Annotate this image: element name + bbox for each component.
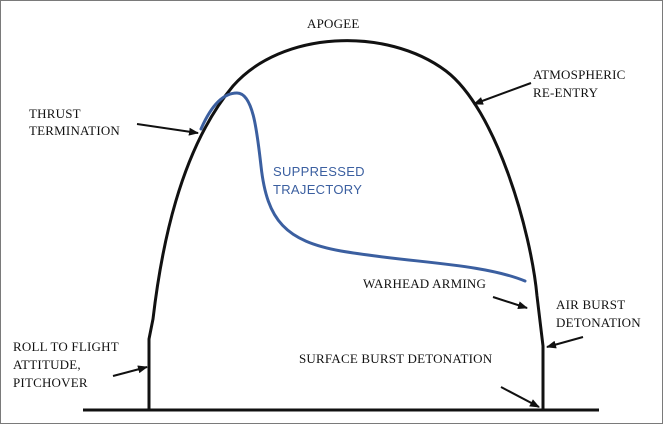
arrow-warhead-arming	[492, 296, 528, 310]
arrow-atmospheric-reentry	[473, 82, 532, 105]
label-thrust-termination-line1: THRUST	[29, 106, 81, 121]
arrow-thrust-termination	[136, 123, 199, 136]
label-thrust-termination-line2: TERMINATION	[29, 123, 120, 138]
arrow-air-burst	[546, 336, 584, 349]
label-roll-to-flight-line1: ROLL TO FLIGHT	[13, 339, 119, 354]
label-warhead-arming: WARHEAD ARMING	[363, 276, 486, 291]
label-atmospheric-reentry-line2: RE-ENTRY	[533, 85, 599, 100]
ballistic-trajectory	[147, 39, 545, 409]
label-air-burst-line1: AIR BURST	[556, 297, 625, 312]
label-surface-burst-detonation: SURFACE BURST DETONATION	[299, 351, 493, 366]
label-suppressed-trajectory-line2: TRAJECTORY	[273, 182, 362, 197]
label-atmospheric-reentry-line1: ATMOSPHERIC	[533, 67, 626, 82]
label-suppressed-trajectory-line1: SUPPRESSED	[273, 164, 365, 179]
label-air-burst-line2: DETONATION	[556, 315, 641, 330]
label-roll-to-flight-line3: PITCHOVER	[13, 375, 88, 390]
arrow-roll-to-flight	[112, 365, 148, 377]
suppressed-trajectory	[199, 91, 527, 283]
label-roll-to-flight-line2: ATTITUDE,	[13, 357, 81, 372]
label-apogee: APOGEE	[307, 16, 359, 31]
arrow-surface-burst	[500, 386, 540, 408]
